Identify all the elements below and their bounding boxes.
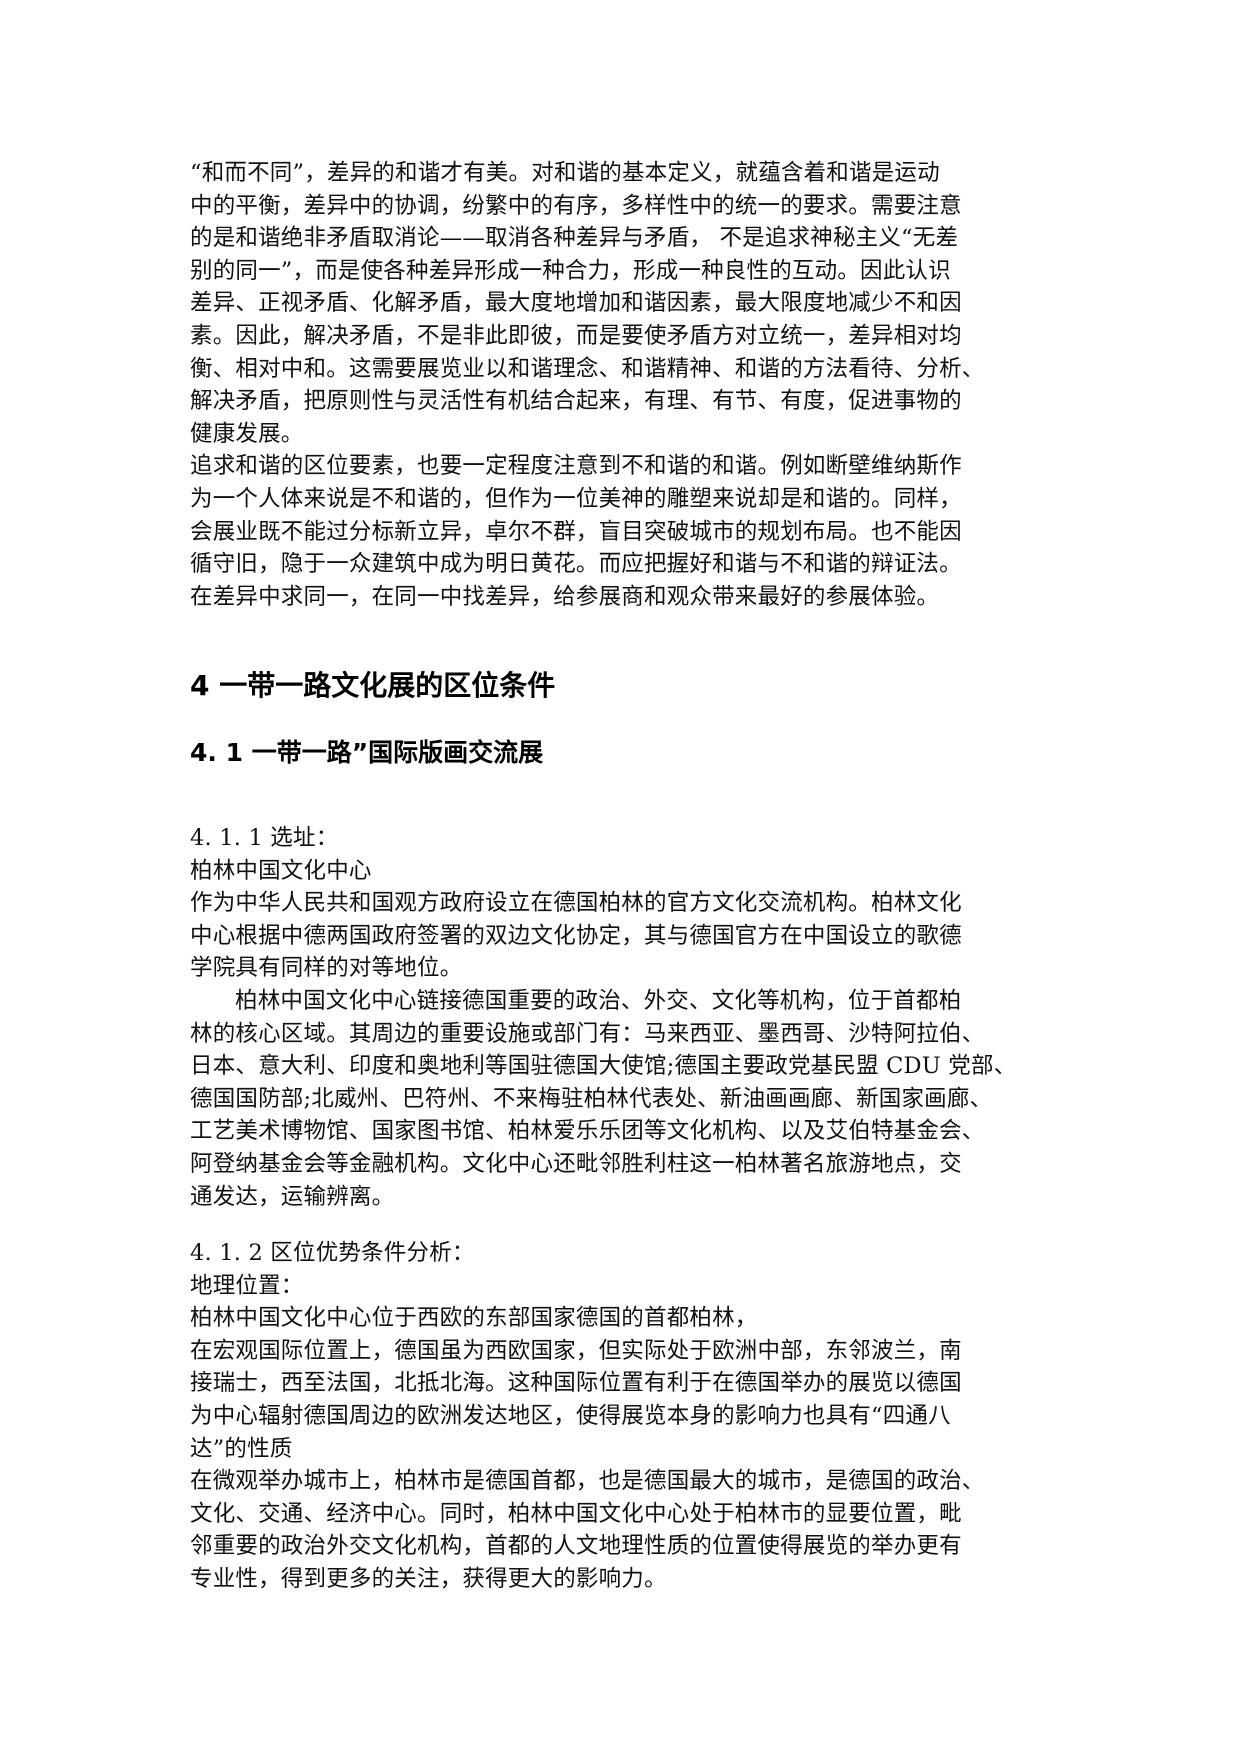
paragraph-line: 阿登纳基金会等金融机构。文化中心还毗邻胜利柱这一柏林著名旅游地点，交 — [190, 1150, 962, 1177]
paragraph-line: 循守旧，隐于一众建筑中成为明日黄花。而应把握好和谐与不和谐的辩证法。 — [190, 551, 962, 578]
paragraph-line: 通发达，运输辨离。 — [190, 1183, 395, 1210]
paragraph-line: 中心根据中德两国政府签署的双边文化协定，其与德国官方在中国设立的歌德 — [190, 922, 962, 949]
paragraph-line: 素。因此，解决矛盾，不是非此即彼，而是要使矛盾方对立统一，差异相对均 — [190, 322, 962, 349]
section-heading-4: 4 一带一路文化展的区位条件 — [190, 669, 556, 702]
paragraph-line: 衡、相对中和。这需要展览业以和谐理念、和谐精神、和谐的方法看待、分析、 — [190, 355, 985, 382]
section-4-1-1: 4. 1. 1 选址： 柏林中国文化中心 作为中华人民共和国观方政府设立在德国柏… — [190, 822, 1070, 1213]
paragraph-line: 解决矛盾，把原则性与灵活性有机结合起来，有理、有节、有度，促进事物的 — [190, 388, 962, 415]
paragraph-line: 学院具有同样的对等地位。 — [190, 955, 463, 982]
paragraph-line: “和而不同”，差异的和谐才有美。对和谐的基本定义，就蕴含着和谐是运动 — [190, 160, 940, 186]
paragraph-line: 在宏观国际位置上，德国虽为西欧国家，但实际处于欧洲中部，东邻波兰，南 — [190, 1337, 962, 1364]
paragraph-line: 达”的性质 — [190, 1435, 293, 1462]
paragraph-line: 为中心辐射德国周边的欧洲发达地区，使得展览本身的影响力也具有“四通八 — [190, 1402, 951, 1429]
intro-paragraphs: “和而不同”，差异的和谐才有美。对和谐的基本定义，就蕴含着和谐是运动 中的平衡，… — [190, 157, 1070, 613]
paragraph-line: 健康发展。 — [190, 420, 304, 447]
paragraph-line: 在微观举办城市上，柏林市是德国首都，也是德国最大的城市，是德国的政治、 — [190, 1468, 985, 1495]
subsection-title: 4. 1. 2 区位优势条件分析： — [190, 1240, 475, 1266]
venue-name: 柏林中国文化中心 — [190, 857, 372, 884]
paragraph-line: 工艺美术博物馆、国家图书馆、柏林爱乐乐团等文化机构、以及艾伯特基金会、 — [190, 1118, 985, 1145]
paragraph-line: 会展业既不能过分标新立异，卓尔不群，盲目突破城市的规划布局。也不能因 — [190, 518, 962, 545]
paragraph-line: 柏林中国文化中心链接德国重要的政治、外交、文化等机构，位于首都柏 — [235, 987, 962, 1014]
paragraph-line: 的是和谐绝非矛盾取消论——取消各种差异与矛盾， 不是追求神秘主义“无差 — [190, 225, 959, 252]
paragraph-line: 在差异中求同一，在同一中找差异，给参展商和观众带来最好的参展体验。 — [190, 583, 940, 610]
subsection-title: 4. 1. 1 选址： — [190, 825, 339, 851]
paragraph-line: 为一个人体来说是不和谐的，但作为一位美神的雕塑来说却是和谐的。同样， — [190, 485, 962, 512]
paragraph-line: 接瑞士，西至法国，北抵北海。这种国际位置有利于在德国举办的展览以德国 — [190, 1370, 962, 1397]
paragraph-line: 差异、正视矛盾、化解矛盾，最大度地增加和谐因素，最大限度地减少不和因 — [190, 290, 962, 317]
paragraph-line: 柏林中国文化中心位于西欧的东部国家德国的首都柏林， — [190, 1305, 758, 1332]
topic-label: 地理位置： — [190, 1272, 304, 1299]
paragraph-line: 林的核心区域。其周边的重要设施或部门有：马来西亚、墨西哥、沙特阿拉伯、 — [190, 1020, 985, 1047]
paragraph-line: 专业性，得到更多的关注，获得更大的影响力。 — [190, 1565, 667, 1592]
paragraph-line: 日本、意大利、印度和奥地利等国驻德国大使馆;德国主要政党基民盟 CDU 党部、 — [190, 1053, 1017, 1080]
paragraph-line: 中的平衡，差异中的协调，纷繁中的有序，多样性中的统一的要求。需要注意 — [190, 192, 962, 219]
paragraph-line: 别的同一”，而是使各种差异形成一种合力，形成一种良性的互动。因此认识 — [190, 257, 951, 284]
section-heading-4-1: 4. 1 一带一路”国际版画交流展 — [190, 738, 544, 767]
paragraph-line: 追求和谐的区位要素，也要一定程度注意到不和谐的和谐。例如断壁维纳斯作 — [190, 453, 962, 480]
paragraph-line: 文化、交通、经济中心。同时，柏林中国文化中心处于柏林市的显要位置，毗 — [190, 1500, 962, 1527]
section-4-1-2: 4. 1. 2 区位优势条件分析： 地理位置： 柏林中国文化中心位于西欧的东部国… — [190, 1237, 1070, 1596]
paragraph-line: 作为中华人民共和国观方政府设立在德国柏林的官方文化交流机构。柏林文化 — [190, 890, 962, 917]
paragraph-line: 德国国防部;北威州、巴符州、不来梅驻柏林代表处、新油画画廊、新国家画廊、 — [190, 1085, 993, 1112]
paragraph-line: 邻重要的政治外交文化机构，首都的人文地理性质的位置使得展览的举办更有 — [190, 1533, 962, 1560]
